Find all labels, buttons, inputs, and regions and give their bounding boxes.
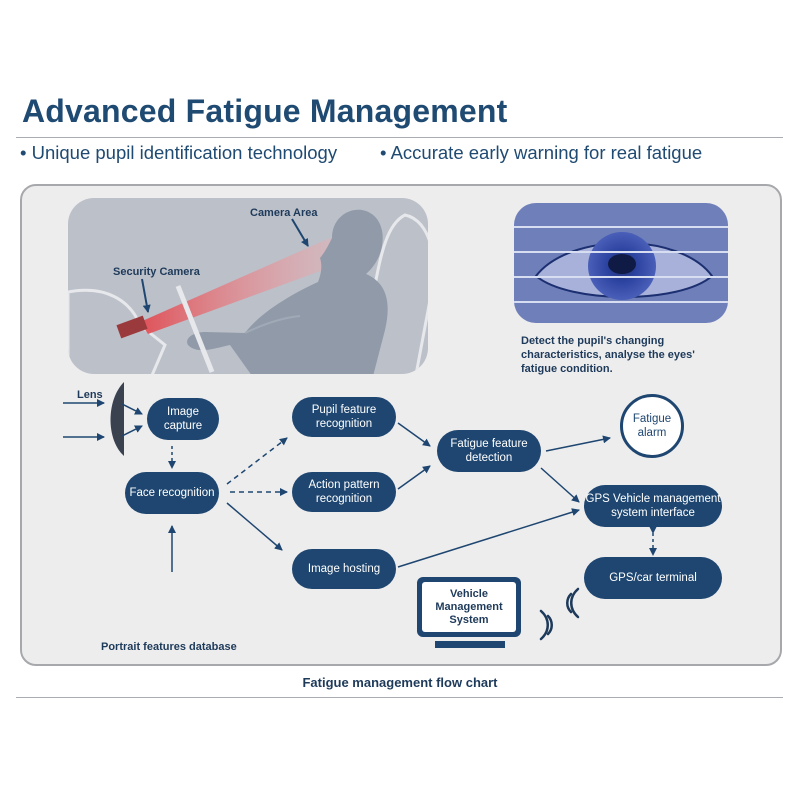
action-pattern-node: Action pattern recognition (292, 472, 396, 512)
driver-scene-illustration (68, 198, 428, 374)
security-camera-label: Security Camera (113, 266, 200, 278)
vehicle-system-label: Vehicle Management System (422, 582, 516, 632)
eye-illustration (514, 203, 728, 323)
lens-label: Lens (77, 389, 103, 401)
bullet-early-warning: • Accurate early warning for real fatigu… (380, 142, 703, 163)
footer-divider (16, 697, 783, 698)
pupil-feature-node: Pupil feature recognition (292, 397, 396, 437)
fatigue-alarm-node: Fatigue alarm (620, 394, 684, 458)
eye-caption: Detect the pupil's changing characterist… (521, 335, 695, 375)
portrait-db-label: Portrait features database (101, 641, 237, 653)
page-title: Advanced Fatigue Management (22, 93, 508, 129)
vehicle-monitor-icon: Vehicle Management System (417, 577, 521, 637)
fatigue-detection-node: Fatigue feature detection (437, 430, 541, 472)
image-capture-node: Image capture (147, 398, 219, 440)
flow-chart-caption: Fatigue management flow chart (302, 675, 498, 690)
title-divider (16, 137, 783, 138)
camera-area-label: Camera Area (250, 207, 318, 219)
bullet-pupil-technology: • Unique pupil identification technology (20, 142, 338, 163)
face-recognition-node: Face recognition (125, 472, 219, 514)
image-hosting-node: Image hosting (292, 549, 396, 589)
monitor-stand (435, 641, 505, 648)
gps-terminal-node: GPS/car terminal (584, 557, 722, 599)
gps-interface-node: GPS Vehicle management system interface (584, 485, 722, 527)
